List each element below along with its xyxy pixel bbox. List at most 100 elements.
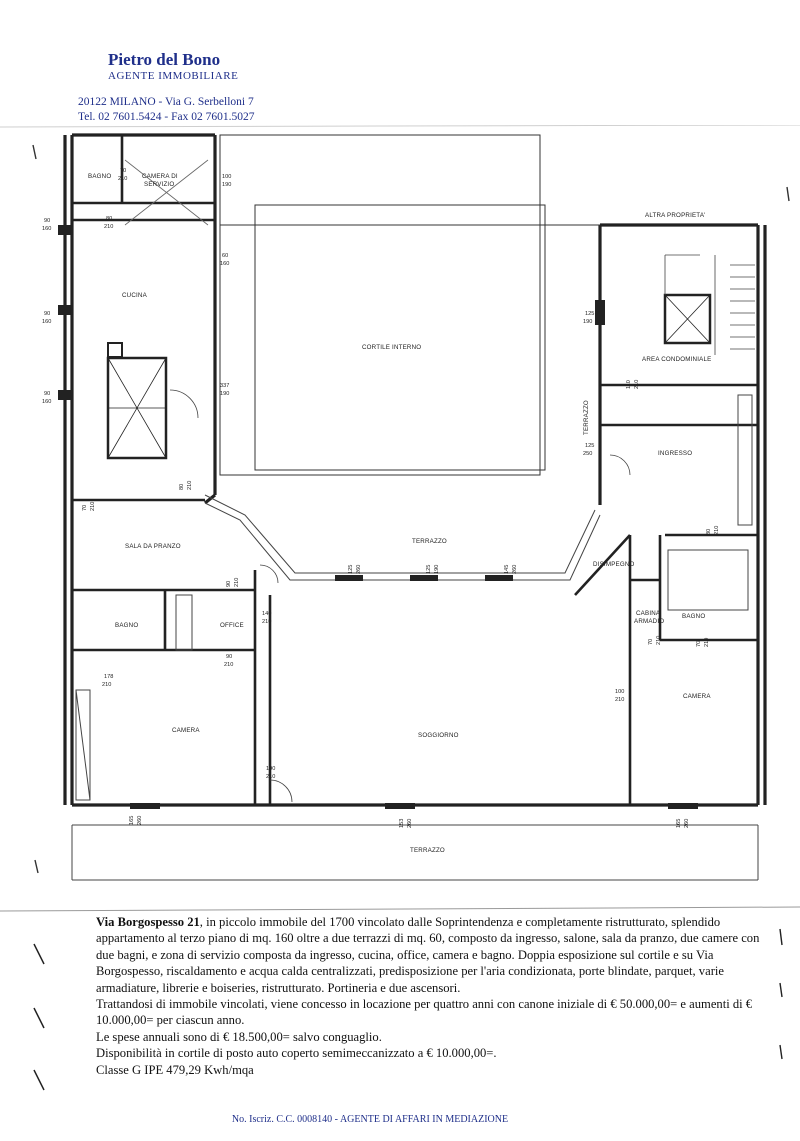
room-label: CUCINA	[122, 292, 148, 299]
dimension-top: 80	[179, 484, 185, 490]
dimension-top: 145	[504, 565, 510, 574]
room-label: TERRAZZO	[583, 400, 590, 435]
room-label: TERRAZZO	[412, 538, 447, 545]
floor-plan: BAGNO CAMERA DI SERVIZIO CUCINA CORTILE …	[0, 125, 800, 915]
margin-marks-right	[779, 928, 783, 1060]
dimension-top: 70	[696, 641, 702, 647]
agency-name: Pietro del Bono	[108, 50, 221, 69]
dimension-bottom: 210	[90, 502, 96, 511]
terrace-railing	[71, 494, 759, 881]
letterhead: Pietro del Bono AGENTE IMMOBILIARE 20122…	[0, 0, 800, 130]
door-swings	[169, 389, 631, 803]
dimension-bottom: 160	[42, 319, 51, 325]
scan-specks	[32, 144, 790, 874]
dimension-top: 110	[626, 380, 632, 389]
dimension-bottom: 210	[266, 774, 275, 780]
dimension-top: 337	[220, 383, 229, 389]
room-label: SALA DA PRANZO	[125, 543, 181, 550]
dimension-bottom: 190	[434, 565, 440, 574]
agency-phone: Tel. 02 7601.5424 - Fax 02 7601.5027	[78, 111, 255, 123]
dimension-top: 100	[615, 689, 624, 695]
dimension-bottom: 190	[222, 182, 231, 188]
room-labels: BAGNO CAMERA DI SERVIZIO CUCINA CORTILE …	[88, 173, 711, 854]
dimension-bottom: 190	[220, 391, 229, 397]
dimension-top: 70	[120, 168, 126, 174]
floor-plan-drawing: BAGNO CAMERA DI SERVIZIO CUCINA CORTILE …	[0, 125, 800, 912]
room-label: CABINA	[636, 610, 661, 617]
door-dimensions: 70 210 100 190 90 160 80 210 60 160 90 1…	[42, 168, 720, 828]
room-label: SOGGIORNO	[418, 732, 459, 739]
dimension-top: 60	[222, 253, 228, 259]
room-label: CAMERA	[172, 727, 200, 734]
annual-expenses: Le spese annuali sono di € 18.500,00= sa…	[96, 1029, 382, 1044]
room-label: AREA CONDOMINIALE	[642, 356, 711, 363]
dimension-bottom: 190	[583, 319, 592, 325]
description-paragraph: Via Borgospesso 21, in piccolo immobile …	[96, 914, 764, 996]
margin-marks	[33, 943, 45, 1091]
property-description: Via Borgospesso 21, in piccolo immobile …	[96, 914, 764, 1078]
dimension-top: 90	[44, 391, 50, 397]
dimension-top: 80	[706, 529, 712, 535]
description-text: , in piccolo immobile del 1700 vincolato…	[96, 915, 760, 995]
dimension-top: 70	[82, 505, 88, 511]
room-label: DISIMPEGNO	[593, 561, 635, 568]
dimension-top: 125	[585, 311, 594, 317]
room-label: CORTILE INTERNO	[362, 344, 421, 351]
dimension-bottom: 210	[615, 697, 624, 703]
courtyard-outline	[219, 134, 600, 476]
dimension-bottom: 160	[220, 261, 229, 267]
dimension-bottom: 260	[407, 819, 413, 828]
dimension-bottom: 250	[583, 451, 592, 457]
dimension-bottom: 260	[684, 819, 690, 828]
room-label: ALTRA PROPRIETA'	[645, 212, 706, 219]
room-label: BAGNO	[88, 173, 111, 180]
room-label: CAMERA DI	[142, 173, 178, 180]
dimension-bottom: 210	[714, 526, 720, 535]
room-label: CAMERA	[683, 693, 711, 700]
dimension-bottom: 210	[187, 481, 193, 490]
dimension-top: 90	[226, 581, 232, 587]
elevator-shaft-right	[663, 293, 712, 345]
dimension-top: 165	[129, 816, 135, 825]
room-label: BAGNO	[115, 622, 138, 629]
dimension-bottom: 160	[42, 399, 51, 405]
inner-walls	[72, 135, 758, 805]
room-label: ARMADIO	[634, 618, 664, 625]
dimension-bottom: 210	[118, 176, 127, 182]
room-label: INGRESSO	[658, 450, 692, 457]
agency-address: 20122 MILANO - Via G. Serbelloni 7	[78, 96, 254, 108]
dimension-top: 178	[104, 674, 113, 680]
built-in-wardrobes	[75, 394, 753, 801]
dimension-top: 140	[262, 611, 271, 617]
elevator-shaft-left	[106, 342, 168, 460]
dimension-top: 125	[426, 565, 432, 574]
property-address: Via Borgospesso 21	[96, 915, 200, 929]
registration-text: No. Iscriz. C.C. 0008140 - AGENTE DI AFF…	[231, 1114, 509, 1125]
dimension-bottom: 210	[262, 619, 271, 625]
dimension-top: 125	[585, 443, 594, 449]
staircase	[664, 254, 755, 355]
wardrobe-crosses	[124, 159, 209, 226]
dimension-bottom: 210	[224, 662, 233, 668]
dimension-bottom: 210	[234, 578, 240, 587]
dimension-top: 100	[266, 766, 275, 772]
dimension-bottom: 210	[704, 638, 710, 647]
dimension-top: 90	[44, 218, 50, 224]
dimension-top: 90	[226, 654, 232, 660]
dimension-top: 165	[676, 819, 682, 828]
room-label: SERVIZIO	[144, 181, 174, 188]
dimension-bottom: 210	[102, 682, 111, 688]
rental-terms: Trattandosi di immobile vincolati, viene…	[96, 997, 753, 1028]
energy-class: Classe G IPE 479,29 Kwh/mqa	[96, 1062, 254, 1077]
parking-availability: Disponibilità in cortile di posto auto c…	[96, 1046, 497, 1061]
footer-registration: No. Iscriz. C.C. 0008140 - AGENTE DI AFF…	[0, 1114, 800, 1125]
dimension-bottom: 210	[634, 380, 640, 389]
room-label: BAGNO	[682, 613, 705, 620]
dimension-top: 125	[348, 565, 354, 574]
dimension-bottom: 210	[656, 636, 662, 645]
dimension-bottom: 160	[42, 226, 51, 232]
dimension-bottom: 210	[104, 224, 113, 230]
window-marks	[58, 225, 698, 809]
dimension-bottom: 260	[512, 565, 518, 574]
room-label: TERRAZZO	[410, 847, 445, 854]
